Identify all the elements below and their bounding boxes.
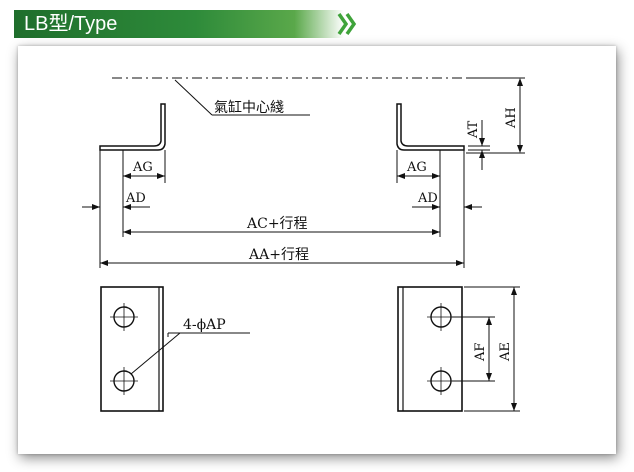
section-title: LB型/Type [24, 13, 118, 35]
double-chevron-right-icon [337, 12, 357, 36]
center-label-leader [174, 79, 213, 116]
section-header-bar [14, 10, 344, 38]
dim-ag-left-label: AG [132, 160, 153, 175]
dim-at-label: AT [466, 120, 481, 139]
dim-af-label: AF [473, 343, 488, 362]
cylinder-center-label: 氣缸中心綫 [214, 99, 284, 116]
dim-ag-right-label: AG [406, 160, 427, 175]
dim-ad-right-label: AD [417, 191, 438, 206]
left-bracket-profile [99, 103, 166, 151]
dim-ae-label: AE [498, 342, 513, 362]
right-bracket-profile [396, 103, 465, 151]
dim-holes-label: 4-ϕAP [183, 317, 226, 333]
right-plate [397, 286, 463, 412]
holes-leader [130, 332, 181, 375]
dim-ah-label: AH [504, 107, 519, 129]
dim-ad-left-label: AD [125, 191, 146, 206]
drawing-card [18, 46, 616, 454]
dim-ac-label: AC+行程 [246, 216, 308, 232]
dim-aa-label: AA+行程 [248, 247, 309, 263]
left-plate [100, 286, 164, 412]
